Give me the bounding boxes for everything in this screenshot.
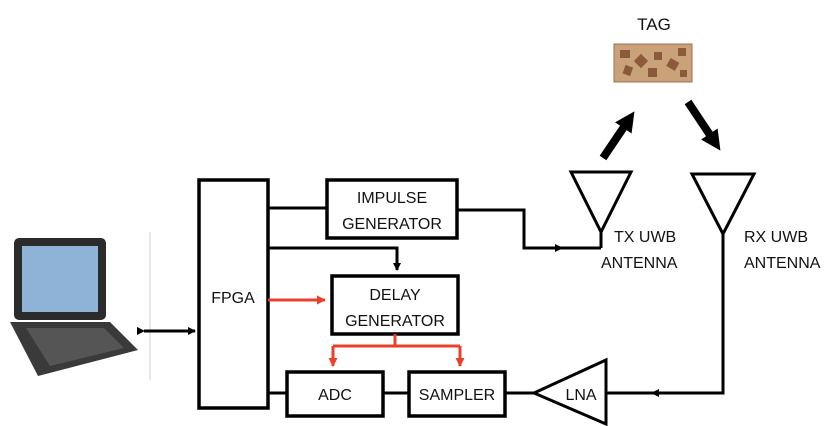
tag-label: TAG <box>637 15 671 34</box>
laptop-icon <box>10 232 150 380</box>
delay-generator-label-line1: DELAY <box>369 287 421 304</box>
fpga-label: FPGA <box>211 290 255 307</box>
tx-antenna-label-line2: ANTENNA <box>601 255 678 272</box>
tag-to-rx-arrow <box>688 102 716 144</box>
rx-antenna <box>692 174 754 234</box>
tx-antenna-label-line1: TX UWB <box>614 229 676 246</box>
tx-to-tag-arrow <box>603 118 630 158</box>
delay-generator-label-line2: GENERATOR <box>345 313 445 330</box>
lna-label: LNA <box>565 387 596 404</box>
sampler-label: SAMPLER <box>419 387 495 404</box>
tag-image <box>614 44 692 82</box>
fpga-to-delay-black-wire <box>268 248 397 270</box>
impulse-to-tx-wire <box>457 210 562 248</box>
rx-antenna-label-line2: ANTENNA <box>744 255 821 272</box>
impulse-generator-label-line2: GENERATOR <box>342 216 442 233</box>
adc-label: ADC <box>318 387 352 404</box>
rx-antenna-label-line1: RX UWB <box>744 229 808 246</box>
impulse-generator-label-line1: IMPULSE <box>357 190 427 207</box>
